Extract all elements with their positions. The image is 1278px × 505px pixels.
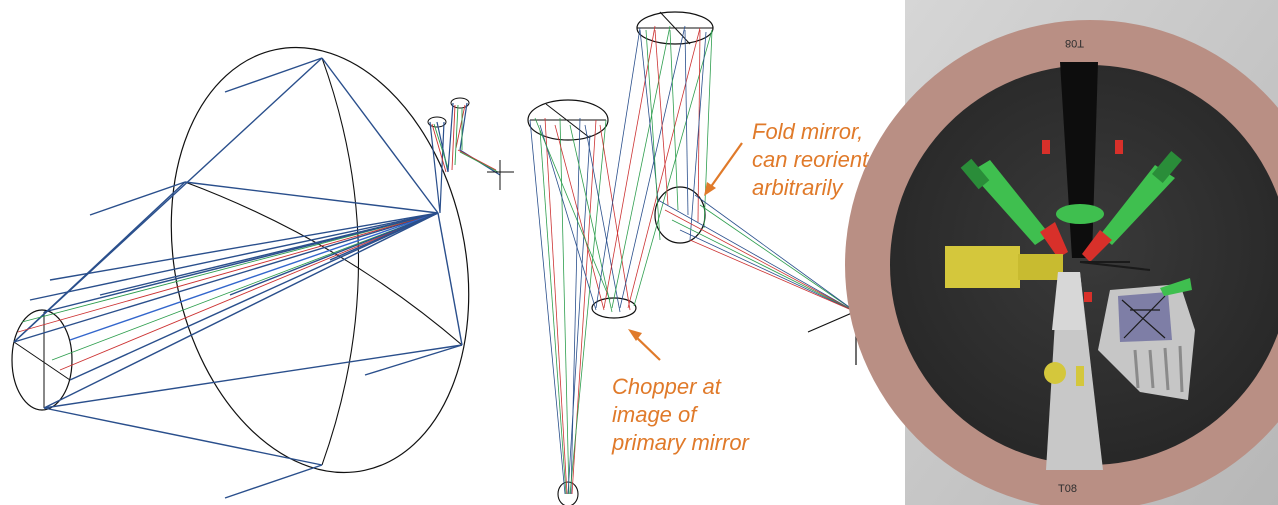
small-relay-optics: [427, 97, 514, 214]
fold-mirror-annotation-line-3: arbitrarily: [752, 175, 843, 200]
primary-mirror-rim: [170, 46, 470, 474]
left-green-instrument: [960, 158, 1068, 258]
photo-top-label: T08: [1065, 37, 1084, 49]
mirror-meridian-vertical: [321, 57, 359, 466]
fold-mirror: [654, 186, 706, 244]
primary-mirror-wireframe: [11, 46, 514, 499]
fold-mirror-annotation: Fold mirror, can reorient arbitrarily: [752, 118, 868, 202]
secondary-mirror-cross: [13, 312, 71, 408]
fold-mirror-arrow: [704, 142, 743, 196]
mirror-meridian-horizontal: [184, 181, 463, 346]
instrument-layout-photo: T08 T08: [845, 0, 1278, 505]
relay-ray-bundle: [529, 25, 857, 495]
right-gray-instrument: [1098, 278, 1195, 400]
photo-bottom-label: T08: [1058, 483, 1077, 495]
chopper-annotation-line-2: image of: [612, 402, 697, 427]
lower-yellow-part: [1044, 362, 1066, 384]
upper-left-relay-mirror: [527, 99, 609, 141]
right-green-instrument: [1082, 151, 1183, 262]
center-green-disk: [1056, 204, 1104, 224]
chopper-annotation-line-1: Chopper at: [612, 374, 721, 399]
chopper-arrow: [628, 329, 661, 361]
left-yellow-instrument: [945, 246, 1063, 288]
fold-mirror-annotation-line-2: can reorient: [752, 147, 869, 172]
secondary-mirror-rim: [11, 309, 73, 411]
chopper-annotation-line-3: primary mirror: [612, 430, 749, 455]
primary-ray-bundle: [13, 57, 463, 499]
chopper-annotation: Chopper at image of primary mirror: [612, 373, 749, 457]
fold-mirror-annotation-line-1: Fold mirror,: [752, 119, 864, 144]
relay-optics-ray-trace: [527, 11, 906, 505]
bottom-relay-mirror: [557, 481, 579, 505]
